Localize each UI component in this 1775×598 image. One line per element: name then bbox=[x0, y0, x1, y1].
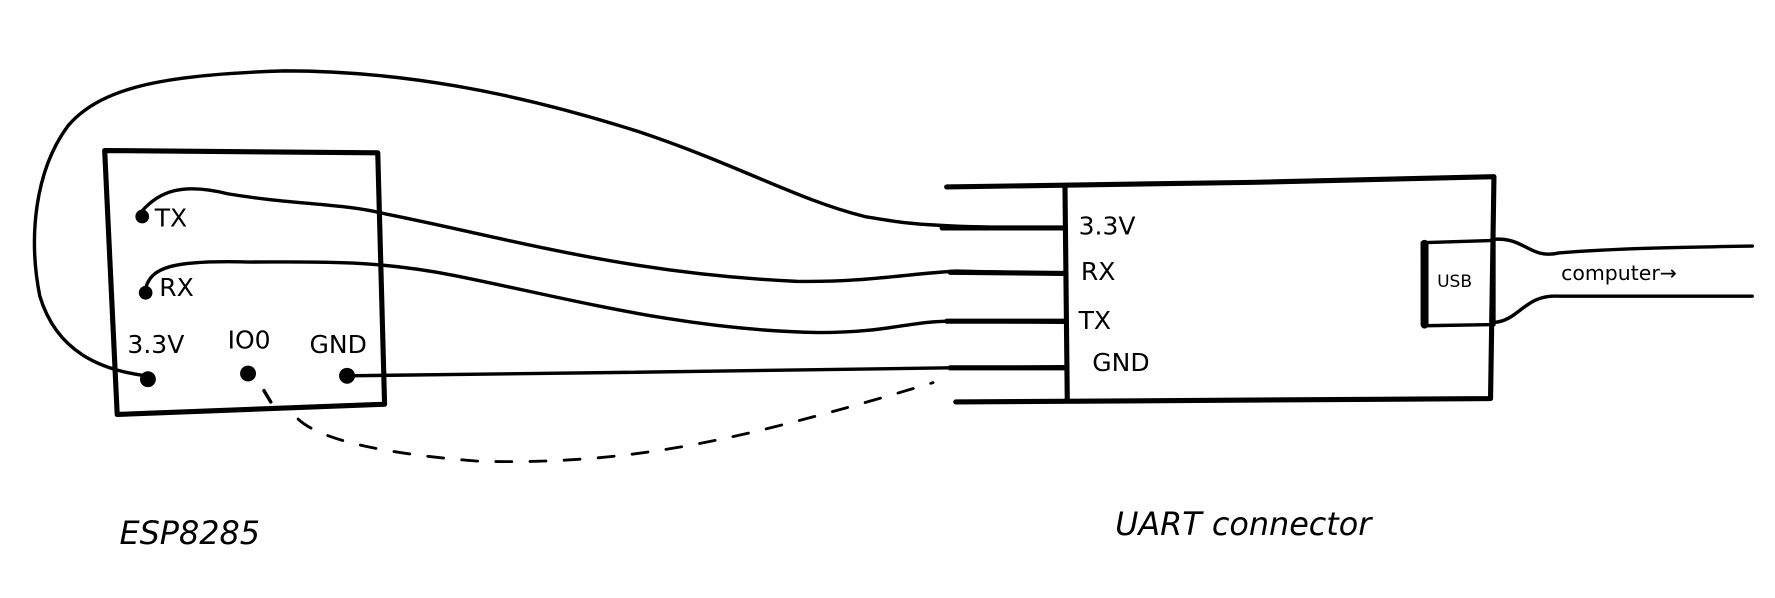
computer-label: computer→ bbox=[1561, 261, 1677, 285]
wire-esp-tx-to-uart-rx bbox=[140, 187, 1066, 284]
uart-3v3-label: 3.3V bbox=[1079, 212, 1136, 241]
esp-board-outline bbox=[102, 147, 388, 418]
wire-3v3 bbox=[32, 69, 1066, 378]
uart-board-outline bbox=[944, 174, 1497, 405]
esp-io0-label: IO0 bbox=[228, 325, 271, 354]
usb-cable-bottom bbox=[1492, 294, 1754, 325]
esp-tx-pin bbox=[135, 209, 150, 224]
esp-tx-label: TX bbox=[154, 204, 187, 233]
esp-io0-pin bbox=[240, 365, 257, 382]
uart-gnd-label: GND bbox=[1092, 348, 1149, 377]
esp-3v3-label: 3.3V bbox=[127, 330, 184, 359]
esp-module: TX RX 3.3V IO0 GND bbox=[102, 147, 388, 418]
wire-esp-rx-to-uart-tx bbox=[143, 259, 1066, 335]
uart-connector-title: UART connector bbox=[1115, 505, 1373, 543]
wire-io0-dashed bbox=[296, 381, 935, 464]
esp-rx-pin bbox=[138, 285, 153, 300]
esp-module-title: ESP8285 bbox=[119, 514, 260, 552]
uart-tx-label: TX bbox=[1078, 306, 1111, 335]
io0-tick bbox=[262, 388, 273, 404]
esp-rx-label: RX bbox=[159, 273, 194, 302]
wires bbox=[32, 69, 1066, 464]
uart-pin-stubs bbox=[939, 225, 1068, 371]
esp-gnd-label: GND bbox=[309, 330, 366, 359]
usb-cable-top bbox=[1492, 237, 1754, 256]
uart-header-edge bbox=[1062, 185, 1070, 404]
uart-rx-label: RX bbox=[1081, 257, 1116, 286]
usb-label: USB bbox=[1437, 272, 1472, 292]
uart-connector: 3.3V RX TX GND USB computer→ bbox=[939, 174, 1754, 405]
